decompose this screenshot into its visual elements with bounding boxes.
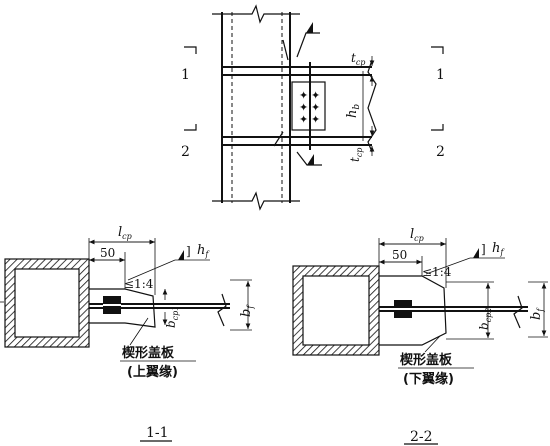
column-hollow: [14, 268, 80, 338]
section-caption-2-2: 2-2: [410, 429, 433, 445]
svg-text:✦: ✦: [299, 113, 308, 126]
weld-leader: [282, 39, 289, 61]
hf-label: hf: [492, 241, 505, 257]
svg-text:✦: ✦: [311, 113, 320, 126]
weld-mark: ]: [481, 242, 486, 256]
svg-text:✦: ✦: [311, 89, 320, 102]
bf-label: bf: [529, 307, 545, 320]
section-mark-bracket: [431, 124, 444, 131]
weld-leader-top: [296, 32, 320, 58]
plate-note: (下翼缘): [403, 371, 454, 387]
bcp-label: bcp1: [164, 306, 180, 328]
weld-symbol-top: [306, 22, 313, 33]
bolt-group: ✦ ✦ ✦ ✦ ✦ ✦: [299, 89, 320, 126]
svg-text:✦: ✦: [299, 101, 308, 114]
section-mark-bracket: [184, 46, 197, 54]
flange-break-line: [217, 293, 227, 327]
plate-note: (上翼缘): [127, 364, 178, 380]
section-mark-1-right: 1: [436, 67, 445, 83]
lcp-label: lcp: [410, 227, 424, 243]
shear-plate: [291, 81, 326, 131]
elevation-view: ✦ ✦ ✦ ✦ ✦ ✦ 1 1 2 2 tcp tcp hb: [181, 4, 445, 211]
dim-50-label: 50: [100, 246, 115, 260]
dim-50-label: 50: [392, 248, 407, 262]
lcp-label: lcp: [118, 225, 132, 241]
tcp-label-top: tcp: [351, 51, 365, 67]
plate-leader: [424, 335, 441, 353]
bcp-label: bcp2: [477, 308, 493, 330]
plate-name: 楔形盖板: [400, 352, 453, 368]
weld-symbol: [473, 248, 479, 258]
weld-leader: [273, 131, 284, 147]
break-line-bottom: [212, 191, 300, 211]
section-mark-bracket: [431, 46, 444, 54]
break-line-top: [212, 4, 300, 24]
svg-text:✦: ✦: [299, 89, 308, 102]
plate-leader: [129, 317, 149, 346]
weld-symbol: [178, 250, 184, 260]
slope-leader: [425, 257, 471, 275]
tcp-label-bottom: tcp: [348, 148, 364, 162]
column-hollow: [302, 275, 370, 346]
hb-label: hb: [345, 104, 362, 118]
slope-label: ≤1:4: [124, 277, 154, 291]
section-2-2: lcp 50 ≤1:4 ] hf bcp2 bf 楔形盖板 (下翼缘) 2-2: [292, 227, 548, 445]
svg-text:✦: ✦: [311, 101, 320, 114]
flange-break-line: [513, 295, 523, 329]
beam-break-line: [367, 59, 377, 153]
section-mark-2-right: 2: [436, 144, 445, 160]
weld-mark: ]: [186, 244, 191, 258]
bf-label: bf: [239, 304, 255, 317]
slope-leader: [127, 259, 176, 281]
section-mark-1-left: 1: [181, 67, 190, 83]
plate-name: 楔形盖板: [122, 345, 175, 361]
wedge-cover-plate: [89, 288, 156, 328]
section-1-1: lcp 50 ≤1:4 ] hf bcp1 bf 楔形盖板 (上翼缘) 1-1: [0, 225, 255, 442]
section-caption-1-1: 1-1: [146, 425, 169, 441]
slope-label: ≤1:4: [422, 265, 452, 279]
weld-symbol-bottom: [307, 154, 314, 165]
section-mark-bracket: [184, 124, 197, 131]
section-mark-2-left: 2: [181, 144, 190, 160]
hf-label: hf: [197, 243, 210, 259]
